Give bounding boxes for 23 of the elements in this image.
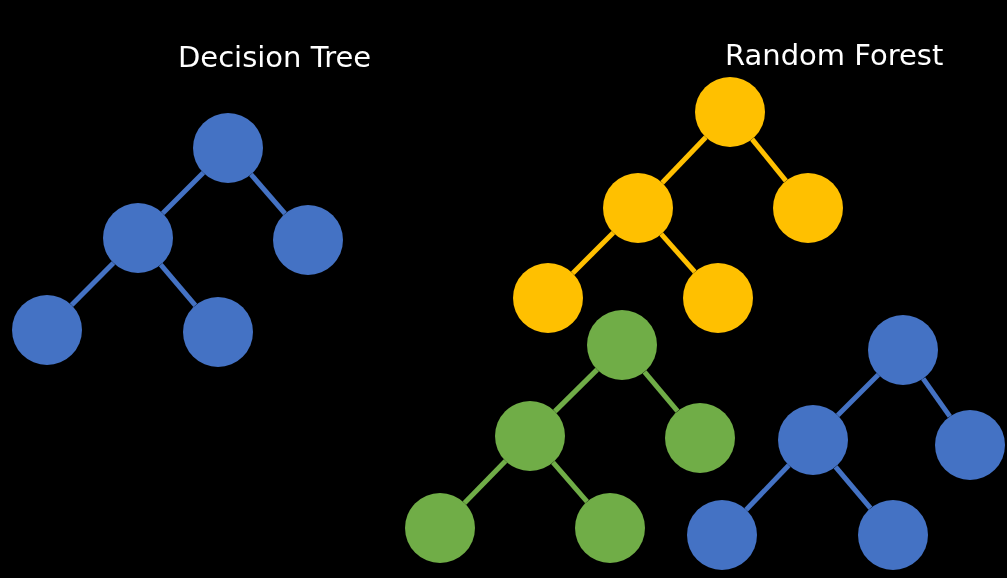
connector-line — [571, 231, 615, 275]
heading: Random Forest — [725, 38, 944, 72]
connector-line — [660, 135, 708, 185]
connector-line — [158, 263, 198, 307]
circle-node — [603, 173, 673, 243]
connector-line — [921, 377, 952, 418]
connector-line — [462, 459, 508, 505]
connector-line — [642, 370, 680, 413]
connector-line — [833, 465, 873, 510]
circle-node — [778, 405, 848, 475]
circle-node — [495, 401, 565, 471]
circle-node — [193, 113, 263, 183]
heading: Decision Tree — [178, 40, 372, 74]
connector-line — [750, 137, 788, 183]
connector-line — [551, 460, 589, 504]
connector-line — [161, 171, 205, 215]
connector-line — [744, 463, 791, 512]
connector-line — [69, 261, 116, 307]
connector-line — [553, 367, 599, 414]
circle-node — [103, 203, 173, 273]
connector-line — [249, 172, 287, 216]
connector-line — [659, 232, 697, 274]
connector-line — [836, 373, 880, 417]
